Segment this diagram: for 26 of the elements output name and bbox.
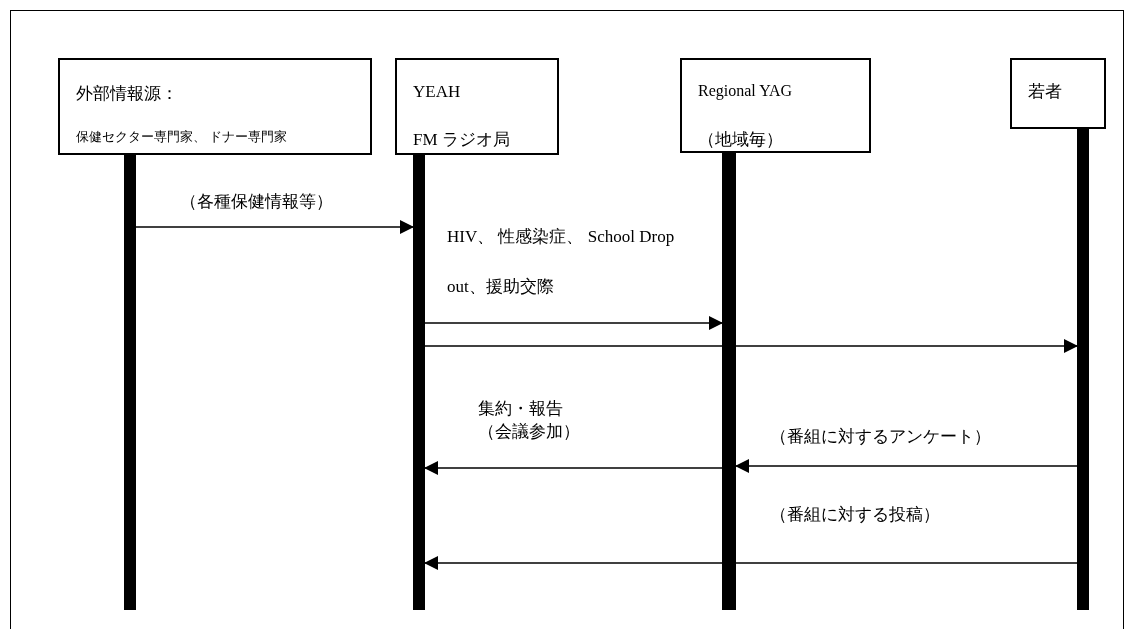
participant-name: 若者	[1028, 81, 1062, 103]
edge-label: （番組に対するアンケート）	[770, 426, 991, 448]
arrow	[135, 220, 414, 234]
arrow	[424, 339, 1078, 353]
participant-detail: （地域毎）	[698, 129, 783, 151]
participant-name: YEAH	[413, 82, 461, 102]
participant-name: Regional YAG	[698, 82, 793, 100]
lifeline-bar	[722, 153, 736, 610]
edge-label: HIV、 性感染症、 School Drop out、援助交際	[447, 226, 676, 298]
lifeline-bar	[413, 155, 425, 610]
participant-box	[1010, 58, 1106, 129]
edge-label: 集約・報告（会議参加）	[478, 398, 581, 443]
participant-detail: 保健セクター専門家、 ドナー専門家	[76, 128, 288, 146]
edge-label: （番組に対する投稿）	[770, 504, 940, 526]
participant-name: 外部情報源：	[76, 83, 178, 105]
arrow	[424, 556, 1078, 570]
arrow	[424, 316, 723, 330]
participant-detail: FM ラジオ局	[413, 129, 510, 151]
lifeline-bar	[1077, 129, 1089, 610]
participant-box	[58, 58, 372, 155]
arrow	[735, 459, 1078, 473]
edge-label: （各種保健情報等）	[180, 191, 333, 213]
participant-box	[680, 58, 871, 153]
participant-box	[395, 58, 559, 155]
arrow	[424, 461, 723, 475]
lifeline-bar	[124, 155, 136, 610]
